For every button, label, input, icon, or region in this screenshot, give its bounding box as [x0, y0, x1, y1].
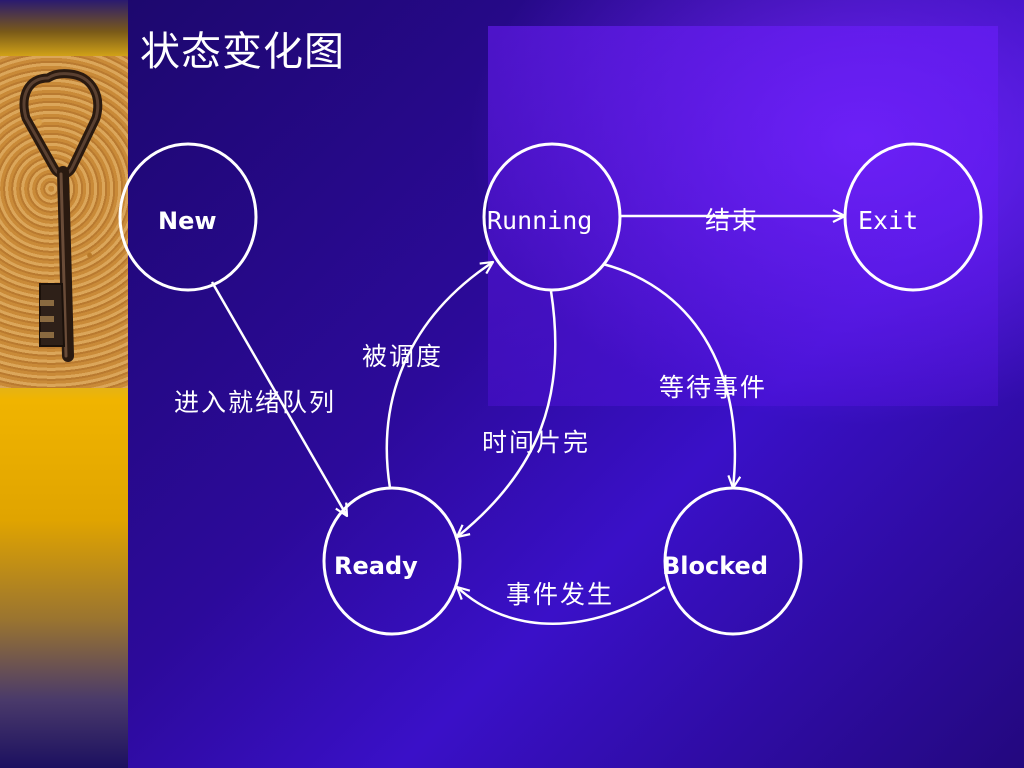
state-running-label: Running — [487, 206, 592, 235]
edge-running-to-ready — [455, 290, 557, 539]
label-ready-to-running: 被调度 — [362, 342, 443, 371]
edge-ready-to-running — [385, 260, 495, 489]
edge-blocked-to-ready — [455, 585, 666, 625]
state-ready-label: Ready — [334, 552, 418, 580]
iron-key-icon — [19, 69, 103, 362]
label-running-to-ready: 时间片完 — [482, 428, 590, 457]
label-running-to-blocked: 等待事件 — [659, 373, 767, 402]
state-blocked-label: Blocked — [662, 552, 768, 580]
state-new-circle — [118, 142, 258, 292]
label-blocked-to-ready: 事件发生 — [506, 580, 614, 609]
label-new-to-ready: 进入就绪队列 — [174, 388, 336, 417]
slide-title: 状态变化图 — [140, 29, 345, 75]
label-running-to-exit: 结束 — [705, 206, 759, 235]
left-strip-top-band — [0, 0, 128, 58]
state-exit-label: Exit — [858, 206, 918, 235]
state-ready-circle — [322, 486, 462, 636]
key-photo-panel — [0, 56, 128, 388]
edge-new-to-ready — [210, 281, 349, 518]
edge-running-to-blocked — [602, 262, 742, 490]
state-new-label: New — [158, 207, 217, 235]
